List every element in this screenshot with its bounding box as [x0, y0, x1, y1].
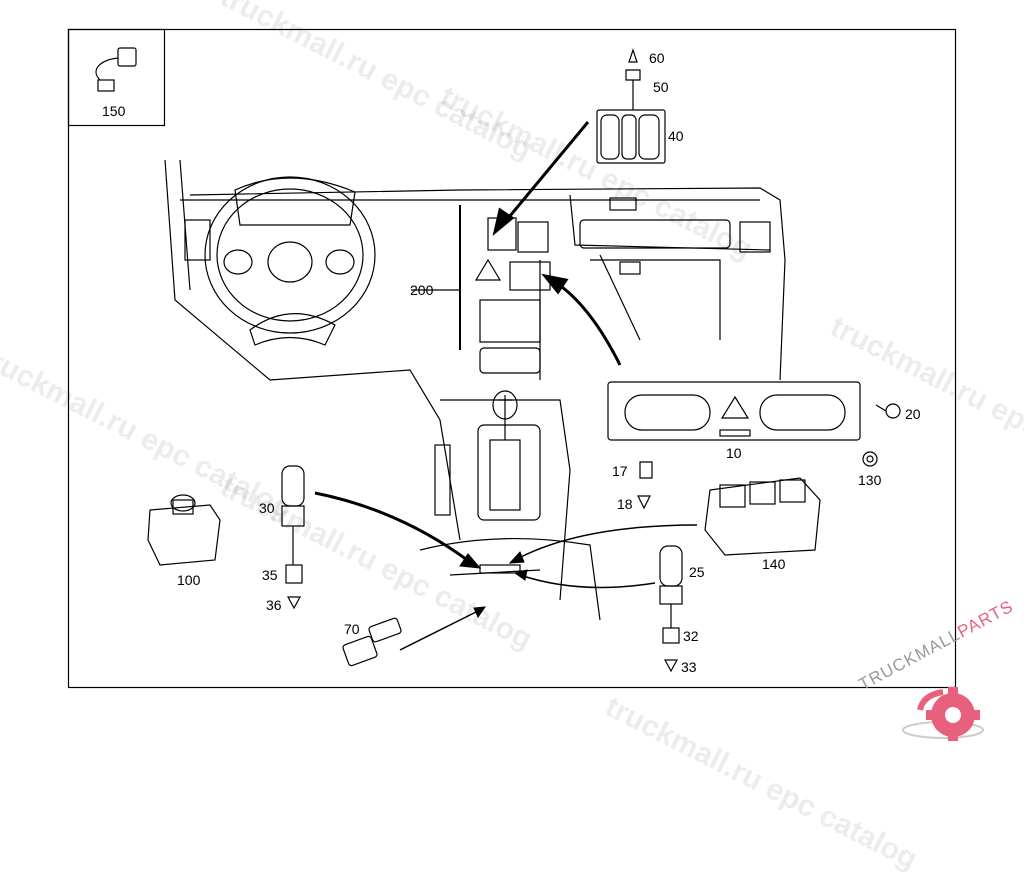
- callout-20[interactable]: 20: [905, 406, 921, 422]
- callout-60[interactable]: 60: [649, 50, 665, 66]
- part-20-screw[interactable]: [875, 403, 901, 419]
- callout-33[interactable]: 33: [681, 659, 697, 675]
- callout-10[interactable]: 10: [726, 445, 742, 461]
- parts-diagram: [67, 28, 957, 689]
- callout-18[interactable]: 18: [617, 496, 633, 512]
- part-130-washer[interactable]: [862, 451, 878, 467]
- arrows: [314, 121, 698, 651]
- dashboard-illustration: [164, 159, 786, 621]
- callout-36[interactable]: 36: [266, 597, 282, 613]
- callout-50[interactable]: 50: [653, 79, 669, 95]
- part-150-connector[interactable]: [95, 47, 137, 92]
- callout-40[interactable]: 40: [668, 128, 684, 144]
- callout-35[interactable]: 35: [262, 567, 278, 583]
- part-17-18-bulb[interactable]: [637, 461, 653, 510]
- part-30-switch[interactable]: [281, 465, 305, 610]
- callout-25[interactable]: 25: [689, 564, 705, 580]
- callout-140[interactable]: 140: [762, 556, 786, 572]
- truckmall-parts-logo: [902, 687, 984, 741]
- callout-17[interactable]: 17: [612, 463, 628, 479]
- callout-130[interactable]: 130: [858, 472, 882, 488]
- callout-32[interactable]: 32: [683, 628, 699, 644]
- callout-70[interactable]: 70: [344, 621, 360, 637]
- part-10-control-panel[interactable]: [607, 381, 861, 441]
- part-70-sensor[interactable]: [342, 617, 402, 667]
- callout-100[interactable]: 100: [177, 572, 201, 588]
- callout-150[interactable]: 150: [102, 103, 126, 119]
- part-40-switch-panel[interactable]: [596, 48, 666, 164]
- diagram-frame: [67, 28, 957, 689]
- callout-30[interactable]: 30: [259, 500, 275, 516]
- part-140-switch-block[interactable]: [704, 477, 821, 556]
- part-25-switch[interactable]: [659, 545, 683, 673]
- callout-200[interactable]: 200: [410, 282, 434, 298]
- inset-box-150: [67, 28, 166, 127]
- part-100-controller[interactable]: [147, 494, 221, 566]
